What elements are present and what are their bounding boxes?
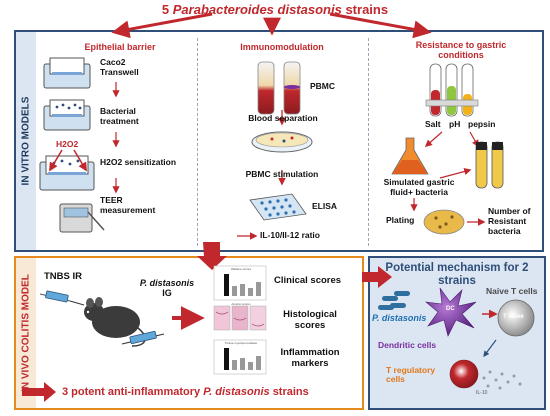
divider-1 [197, 38, 198, 246]
gastric-heading: Resistance to gastric conditions [415, 40, 507, 61]
mouse-icon [84, 297, 146, 347]
naive-inside-label: T naive [503, 314, 524, 320]
h2o2-arrow-right [73, 149, 87, 172]
dendritic-cell-icon [425, 287, 477, 337]
title-arrows [111, 12, 432, 39]
naive-label: Naive T cells [486, 286, 538, 296]
down-big-arrow [197, 242, 227, 270]
pepsin-label: pepsin [468, 119, 496, 129]
step-caco2: Caco2 Transwell [100, 57, 139, 77]
conclusion-suffix: strains [272, 386, 309, 398]
pbmc-label: PBMC [310, 81, 336, 91]
divider-2 [368, 38, 369, 246]
flask-icon [391, 137, 429, 175]
blood-tube-icon [257, 61, 301, 115]
dendritic-label: Dendritic cells [378, 340, 437, 350]
immuno-heading: Immunomodulation [240, 42, 324, 52]
transwell-icon-1 [43, 57, 91, 89]
step-teer: TEER measurement [100, 195, 156, 215]
gastric-arrows [424, 131, 479, 148]
treatment-route: IG [162, 288, 172, 299]
resistant-label: Number of Resistant bacteria [488, 206, 531, 236]
mini-chart-title-3: Tissue myeloperoxidase [224, 341, 258, 345]
blood-separation-label: Blood separation [248, 113, 318, 123]
elisa-label: ELISA [312, 201, 338, 211]
simulated-fluid-label: Simulated gastric fluid+ bacteria [383, 177, 455, 197]
ph-label: pH [449, 119, 461, 129]
t-to-treg-arrow [483, 339, 497, 357]
pbmc-stimulation-label: PBMC stimulation [245, 169, 319, 179]
agar-plate-icon [423, 209, 465, 235]
main-title: 5 Parabacteroides distasonis strains [161, 2, 389, 17]
step-h2o2: H2O2 sensitization [100, 157, 177, 167]
histology-mini-images [213, 305, 267, 331]
dc-inside-label: DC [446, 306, 455, 312]
flask-to-tube-arrow [439, 168, 472, 179]
epithelial-heading: Epithelial barrier [84, 42, 156, 52]
teer-meter-icon [59, 203, 105, 233]
inflammation-mini-chart [213, 339, 267, 375]
clinical-label: Clinical scores [274, 275, 342, 286]
h2o2-tag: H2O2 [56, 139, 79, 149]
in-vitro-side-bar: IN VITRO MODELS [16, 32, 36, 250]
clinical-mini-chart [213, 265, 267, 301]
tnbs-label: TNBS IR [44, 271, 82, 282]
il10-label: IL-10 [476, 390, 488, 396]
elisa-plate-icon [249, 193, 307, 221]
mini-chart-title-2: Ameho scores [231, 302, 251, 306]
inflammation-label: Inflammation markers [280, 347, 340, 369]
plating-label: Plating [386, 215, 415, 225]
conclusion-arrow [22, 382, 56, 402]
treatment-label: P. distasonis IG [132, 278, 202, 299]
salt-label: Salt [425, 119, 441, 129]
right-big-arrow [362, 266, 392, 288]
step-bacterial: Bacterial treatment [100, 106, 139, 126]
conclusion-species: P. distasonis [203, 386, 270, 398]
treatment-species: P. distasonis [139, 278, 195, 288]
il10-dots [482, 370, 522, 390]
treg-cell-icon [449, 359, 479, 389]
conclusion-prefix: 3 potent anti-inflammatory [62, 386, 201, 398]
bacteria-cluster-icon [378, 291, 410, 310]
culture-tubes-icon [475, 141, 504, 189]
petri-dish-icon [251, 131, 313, 153]
in-vivo-panel [14, 256, 364, 410]
in-vivo-side-bar: IN VIVO COLITIS MODEL [16, 258, 36, 408]
histological-label: Histological scores [283, 309, 337, 331]
mechanism-title: Potential mechanism for 2 strains [385, 262, 529, 288]
syringe-left-icon [39, 290, 85, 306]
treg-label: T regulatory cells [386, 365, 436, 385]
h2o2-arrow-left [49, 149, 63, 172]
naive-t-cell-icon [497, 299, 535, 337]
mini-chart-title-1: Wallace scores [230, 267, 252, 271]
syringe-right-icon [121, 330, 165, 345]
transwell-icon-2 [43, 99, 91, 131]
ratio-label: IL-10/Il-12 ratio [260, 230, 320, 240]
bacteria-label: P. distasonis [372, 313, 427, 323]
test-tubes-icon [425, 63, 479, 117]
conclusion-text: 3 potent anti-inflammatory P. distasonis… [62, 386, 358, 398]
transwell-icon-3 [39, 155, 95, 191]
